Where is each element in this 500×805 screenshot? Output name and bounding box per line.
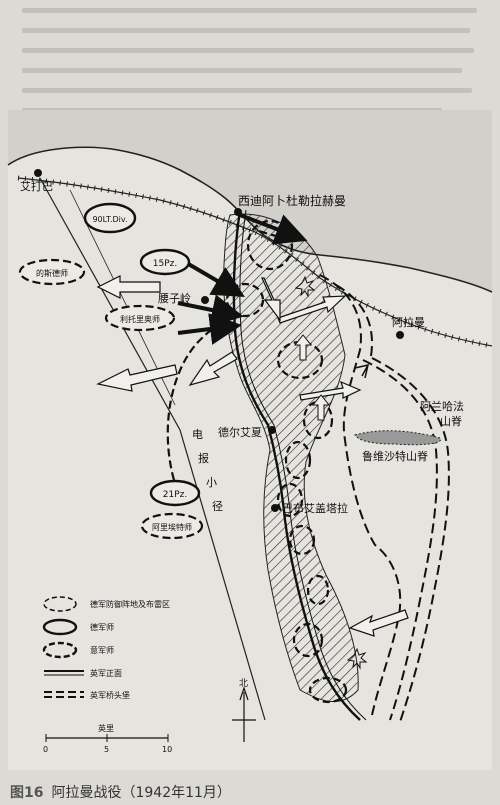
axis-positions: [225, 219, 348, 704]
place-sidi-abd: 西迪阿卜杜勒拉赫曼: [238, 193, 346, 208]
scale-title: 英里: [98, 723, 114, 733]
north-label: 北: [239, 678, 248, 689]
legend-german: 德军师: [90, 622, 114, 632]
place-ruweisat-ridge: 鲁维沙特山脊: [362, 449, 428, 463]
legend-axis-defense: 德军防御阵地及布雷区: [90, 599, 170, 609]
dashed-axis-arrows: [166, 228, 291, 481]
italian-divisions: 的斯德师 利托里奥师 阿里埃特师: [18, 258, 204, 540]
defensive-belt: [223, 213, 359, 703]
scale-tick-10: 10: [162, 745, 172, 754]
unit-trento: 的斯德师: [36, 268, 68, 278]
place-el-alamein: 阿拉曼: [392, 315, 425, 329]
unit-21pz: 21Pz.: [163, 490, 187, 500]
telegraph-char-1: 电: [192, 428, 203, 441]
north-arrow: 北: [232, 678, 256, 742]
axis-attack-arrows: [177, 213, 308, 345]
ruweisat-ridge: [354, 430, 442, 446]
telegraph-char-4: 径: [212, 500, 223, 513]
place-kidney-ridge: 腰子岭: [158, 291, 191, 305]
legend-italian: 意军师: [90, 645, 114, 655]
location-markers: [34, 169, 404, 512]
place-el-daba: 艾打巴: [20, 179, 53, 193]
place-bab-el-qattara: 巴布艾盖塔拉: [282, 501, 348, 515]
figure-title: 阿拉曼战役（1942年11月）: [51, 785, 231, 801]
sea-area: [8, 110, 492, 292]
unit-ariete: 阿里埃特师: [152, 522, 192, 532]
place-alam-halfa-2: 山脊: [440, 414, 462, 428]
legend: 德军防御阵地及布雷区 德军师 意军师 英军正面 英军桥头堡: [42, 596, 170, 700]
british-bridgehead: [319, 274, 450, 723]
place-alam-halfa-1: 阿兰哈法: [420, 399, 464, 413]
legend-front: 英军正面: [90, 668, 122, 678]
figure-caption: 图16 阿拉曼战役（1942年11月）: [10, 782, 231, 802]
legend-bridgehead: 英军桥头堡: [90, 690, 130, 700]
telegraph-track-line: [39, 177, 266, 721]
unit-15pz: 15Pz.: [153, 259, 177, 269]
telegraph-char-3: 小: [206, 476, 217, 489]
scale-bar: 英里 0 5 10: [43, 723, 172, 754]
explosion-icon: [294, 275, 368, 670]
coastline: [7, 146, 493, 293]
unit-90lt: 90LT.Div.: [92, 215, 127, 224]
telegraph-char-2: 报: [198, 451, 209, 465]
scale-tick-5: 5: [104, 745, 109, 754]
british-thrust-arrows: [96, 275, 409, 637]
scale-tick-0: 0: [43, 745, 48, 754]
figure-number: 图16: [10, 785, 44, 801]
german-divisions: 90LT.Div. 15Pz. 21Pz.: [83, 202, 201, 507]
unit-littorio: 利托里奥师: [120, 314, 160, 324]
place-deir-el-shein: 德尔艾夏: [218, 425, 262, 439]
